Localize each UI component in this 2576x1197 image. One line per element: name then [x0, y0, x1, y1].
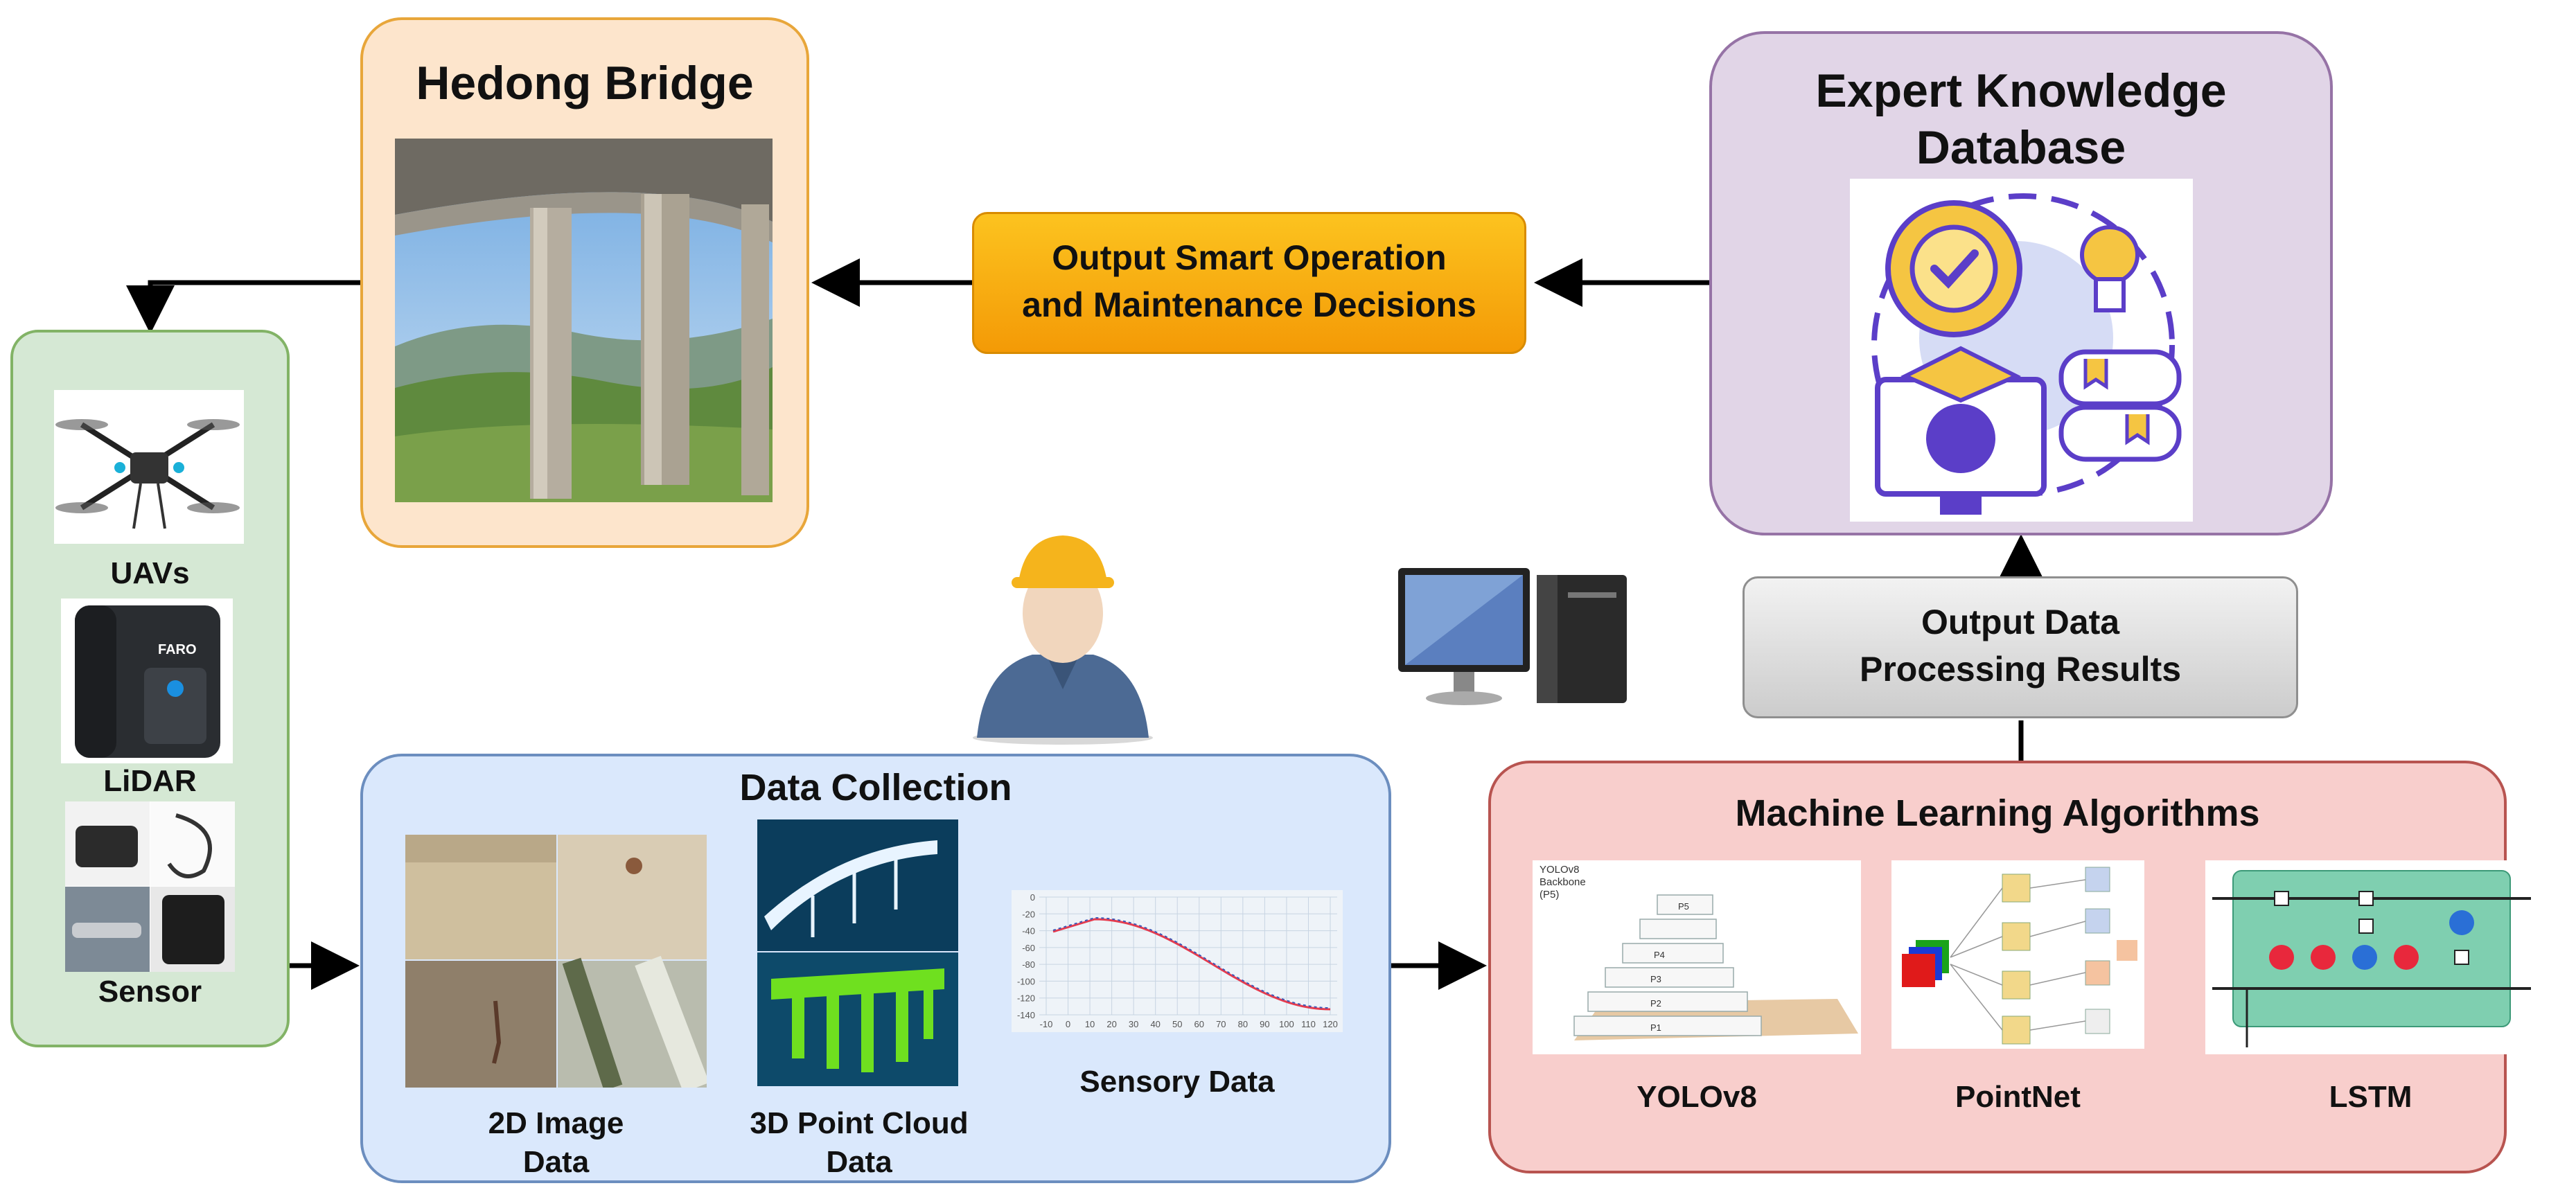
point-cloud-images: [757, 819, 958, 1086]
hedong-bridge-title: Hedong Bridge: [416, 57, 754, 109]
lstm-diagram: [2205, 860, 2536, 1054]
chart-y-tick: -140: [1017, 1010, 1035, 1020]
chart-x-tick: 0: [1066, 1019, 1070, 1029]
image-data-photos: [405, 835, 707, 1088]
chart-x-tick: 40: [1150, 1019, 1160, 1029]
chart-x-tick: 50: [1172, 1019, 1182, 1029]
processing-results-label: Output Data Processing Results: [1859, 603, 2182, 689]
chart-x-tick: 100: [1279, 1019, 1294, 1029]
expert-database-title: Expert Knowledge Database: [1815, 64, 2227, 174]
pyramid-level-p3: P3: [1650, 974, 1661, 984]
pyramid-level-p2: P2: [1650, 998, 1661, 1009]
yolo-text-2: Backbone: [1540, 876, 1586, 888]
chart-x-tick: 80: [1238, 1019, 1248, 1029]
chart-x-tick: 60: [1194, 1019, 1204, 1029]
pointnet-diagram: [1891, 860, 2144, 1049]
pyramid-level-p1: P1: [1650, 1022, 1661, 1033]
ml-algorithms-title: Machine Learning Algorithms: [1735, 792, 2260, 834]
chart-x-tick: -10: [1040, 1019, 1053, 1029]
chart-y-tick: -100: [1017, 976, 1035, 986]
chart-x-tick: 10: [1085, 1019, 1095, 1029]
uav-photo: [54, 390, 244, 544]
chart-x-tick: 30: [1129, 1019, 1138, 1029]
image-data-label: 2D Image Data: [488, 1106, 624, 1179]
chart-y-tick: 0: [1030, 892, 1035, 903]
lidar-brand-text: FARO: [158, 642, 197, 657]
chart-x-tick: 70: [1216, 1019, 1226, 1029]
pointnet-label: PointNet: [1955, 1080, 2081, 1114]
pyramid-level-p4: P4: [1654, 950, 1665, 960]
yolo-text-1: YOLOv8: [1540, 864, 1580, 876]
processing-results-box: [1743, 576, 2298, 718]
sensor-photos: [65, 801, 235, 972]
yolov8-diagram: YOLOv8 Backbone (P5) P1 P2 P3 P4 P5: [1533, 860, 1861, 1054]
lstm-label: LSTM: [2329, 1080, 2412, 1114]
chart-y-tick: -60: [1022, 943, 1035, 953]
sensor-label: Sensor: [98, 975, 202, 1009]
lidar-label: LiDAR: [103, 764, 197, 798]
chart-y-tick: -120: [1017, 993, 1035, 1004]
yolov8-label: YOLOv8: [1637, 1080, 1757, 1114]
computer-icon: [1398, 561, 1634, 713]
decisions-box: [972, 212, 1526, 354]
pyramid-level-p5: P5: [1678, 901, 1689, 912]
decisions-label: Output Smart Operation and Maintenance D…: [1022, 238, 1476, 324]
chart-x-tick: 110: [1301, 1019, 1316, 1029]
sensory-data-label: Sensory Data: [1079, 1065, 1275, 1099]
expert-knowledge-illustration: [1850, 179, 2193, 522]
chart-x-tick: 90: [1260, 1019, 1269, 1029]
chart-y-tick: -20: [1022, 909, 1035, 919]
chart-y-tick: -40: [1022, 926, 1035, 937]
lidar-photo: FARO: [61, 598, 233, 763]
chart-x-tick: 120: [1323, 1019, 1338, 1029]
engineer-icon: [970, 516, 1156, 745]
point-cloud-label: 3D Point Cloud Data: [750, 1106, 969, 1179]
yolo-text-3: (P5): [1540, 889, 1559, 901]
chart-x-tick: 20: [1106, 1019, 1116, 1029]
data-collection-title: Data Collection: [739, 767, 1012, 808]
bridge-photo: [395, 139, 773, 502]
uavs-label: UAVs: [110, 556, 190, 590]
chart-y-tick: -80: [1022, 959, 1035, 970]
